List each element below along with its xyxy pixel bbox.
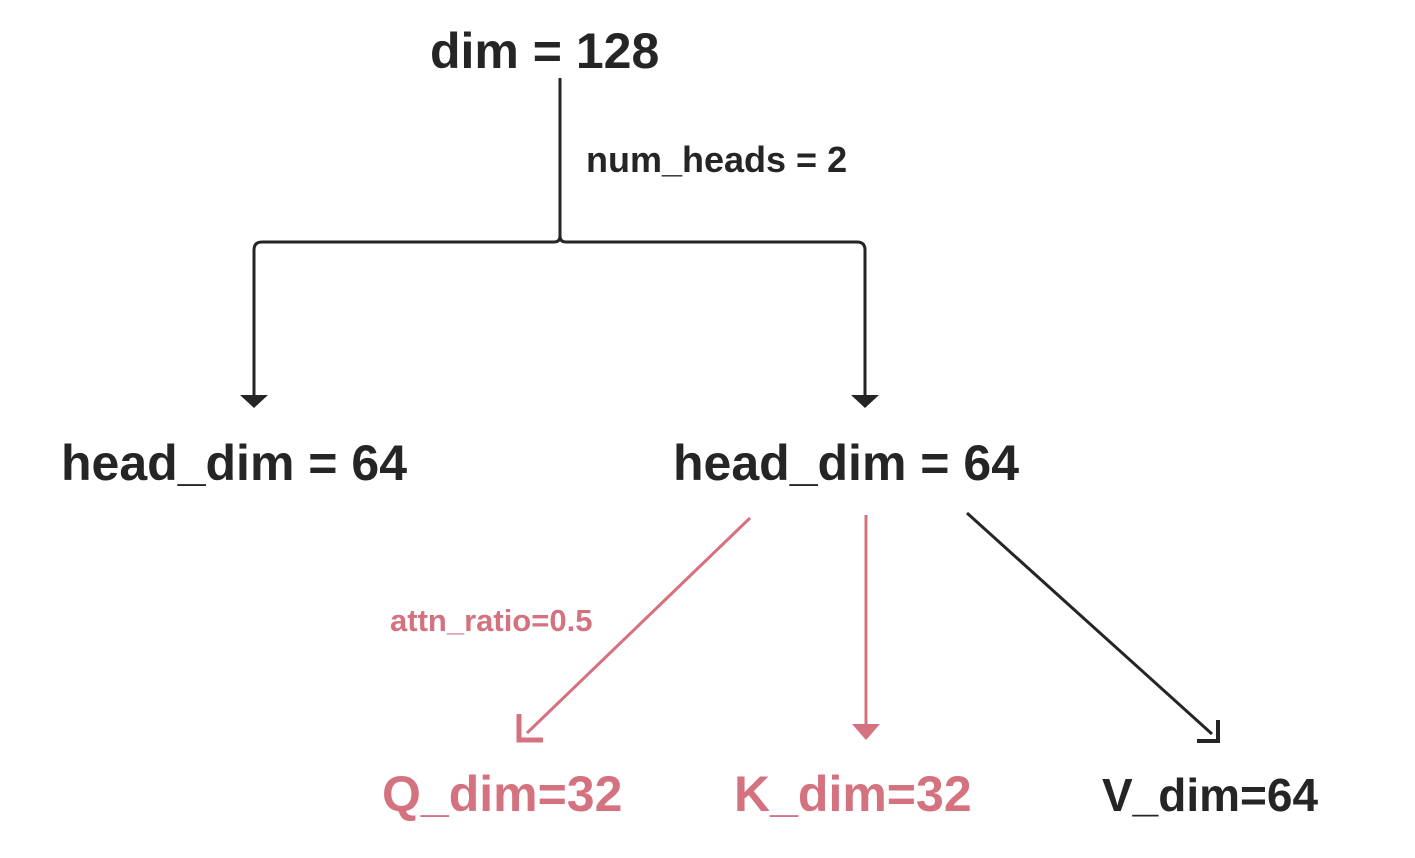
v-dim-node: V_dim=64: [1102, 769, 1319, 821]
arrowhead-k: [852, 724, 880, 740]
arrowhead-head-right: [851, 395, 879, 408]
arrowhead-q: [516, 714, 543, 743]
arrow-to-q-line: [525, 516, 752, 735]
root-node-dim: dim = 128: [430, 23, 660, 79]
q-dim-node: Q_dim=32: [382, 766, 623, 822]
arrow-to-v-line: [965, 511, 1214, 736]
arrowhead-v: [1197, 720, 1220, 743]
arrowhead-head-left: [240, 395, 268, 408]
num-heads-label: num_heads = 2: [586, 139, 848, 180]
head-node-left: head_dim = 64: [61, 435, 407, 491]
k-dim-node: K_dim=32: [734, 766, 972, 822]
head-node-right: head_dim = 64: [673, 435, 1019, 491]
attn-ratio-label: attn_ratio=0.5: [390, 603, 593, 638]
root-to-heads-connector: [252, 78, 867, 397]
